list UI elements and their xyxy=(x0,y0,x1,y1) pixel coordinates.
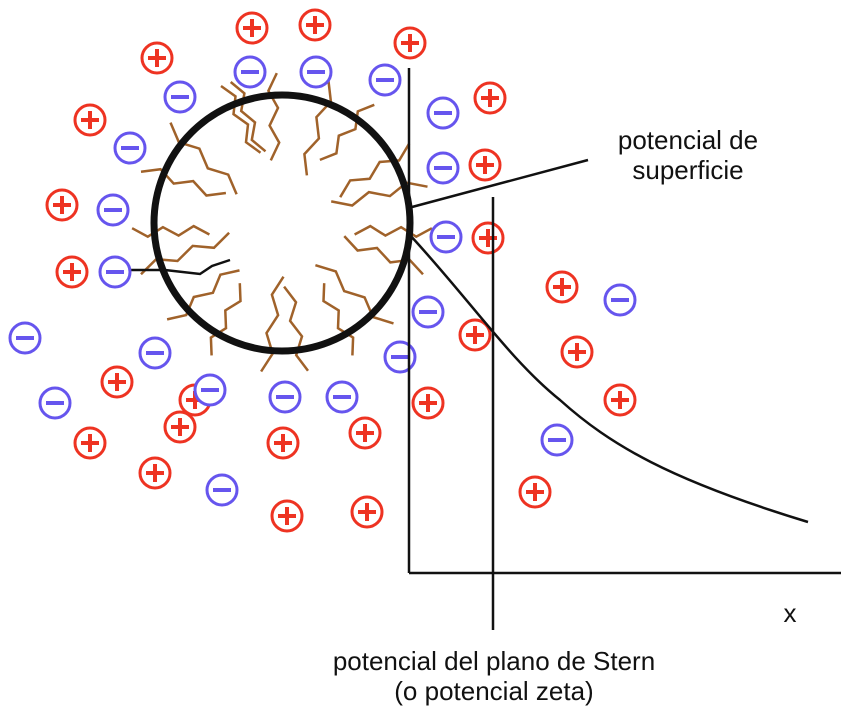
surface-potential-label-line1: potencial de xyxy=(617,125,759,155)
negative-ion xyxy=(193,373,227,407)
surfactant-tail xyxy=(319,103,375,162)
potential-decay-curve xyxy=(408,233,809,524)
positive-ion xyxy=(545,270,579,304)
surfactant-tail xyxy=(315,264,394,325)
negative-ion xyxy=(411,295,445,329)
negative-ion xyxy=(113,131,147,165)
stern-plane-label-line1: potencial del plano de Stern xyxy=(332,646,656,676)
positive-ion xyxy=(473,81,507,115)
surface-potential-label: potencial de superficie xyxy=(588,125,788,185)
negative-ion xyxy=(268,380,302,414)
positive-ion xyxy=(603,383,637,417)
surfactant-tail xyxy=(131,224,210,239)
x-axis-label: x xyxy=(783,598,797,628)
negative-ion xyxy=(205,473,239,507)
ions xyxy=(8,8,637,533)
positive-ion xyxy=(350,495,384,529)
positive-ion xyxy=(458,318,492,352)
surfactant-tail xyxy=(266,72,281,161)
positive-ion xyxy=(235,11,269,45)
surfactant-tail xyxy=(339,142,411,198)
surfactant-tail xyxy=(229,81,267,153)
negative-ion xyxy=(96,193,130,227)
surfactant-tail-dark xyxy=(130,258,231,276)
positive-ion xyxy=(73,426,107,460)
negative-ion xyxy=(98,255,132,289)
surfactant-tail xyxy=(140,167,227,197)
stern-plane-label-line2: (o potencial zeta) xyxy=(394,676,594,706)
negative-ion xyxy=(429,220,463,254)
surfactant-tail xyxy=(354,224,433,239)
positive-ion xyxy=(55,255,89,289)
negative-ion xyxy=(233,55,267,89)
positive-ion xyxy=(518,475,552,509)
positive-ion xyxy=(266,426,300,460)
surfactant-tail xyxy=(220,84,262,154)
surfactant-tail xyxy=(303,80,333,176)
negative-ion xyxy=(540,423,574,457)
negative-ion xyxy=(426,96,460,130)
surfactant-tail xyxy=(260,276,285,373)
negative-ion xyxy=(383,340,417,374)
negative-ion xyxy=(8,321,42,355)
positive-ion xyxy=(100,365,134,399)
negative-ion xyxy=(603,283,637,317)
surfactant-tail xyxy=(166,269,240,321)
positive-ion xyxy=(468,148,502,182)
positive-ion xyxy=(270,499,304,533)
negative-ion xyxy=(325,380,359,414)
surfactant-tail xyxy=(343,235,424,276)
positive-ion xyxy=(163,410,197,444)
surfactant-tail xyxy=(169,122,238,195)
surfactant-tails xyxy=(130,72,433,373)
surfactant-tail xyxy=(322,283,355,356)
negative-ion xyxy=(426,151,460,185)
positive-ion xyxy=(140,41,174,75)
positive-ion xyxy=(298,8,332,42)
positive-ion xyxy=(348,416,382,450)
negative-ion xyxy=(163,80,197,114)
surfactant-tail xyxy=(209,283,242,356)
positive-ion xyxy=(560,335,594,369)
negative-ion xyxy=(299,55,333,89)
positive-ion xyxy=(45,188,79,222)
positive-ion xyxy=(411,386,445,420)
surface-potential-label-line2: superficie xyxy=(632,155,744,185)
positive-ion xyxy=(393,26,427,60)
particle-circle xyxy=(150,91,414,355)
surfactant-tail xyxy=(140,231,230,276)
negative-ion xyxy=(368,63,402,97)
surface-potential-pointer xyxy=(411,158,589,209)
positive-ion xyxy=(471,221,505,255)
stern-plane-label: potencial del plano de Stern (o potencia… xyxy=(264,646,724,706)
positive-ion xyxy=(73,103,107,137)
negative-ion xyxy=(138,336,172,370)
negative-ion xyxy=(38,386,72,420)
positive-ion xyxy=(138,456,172,490)
surfactant-tail xyxy=(283,285,309,372)
